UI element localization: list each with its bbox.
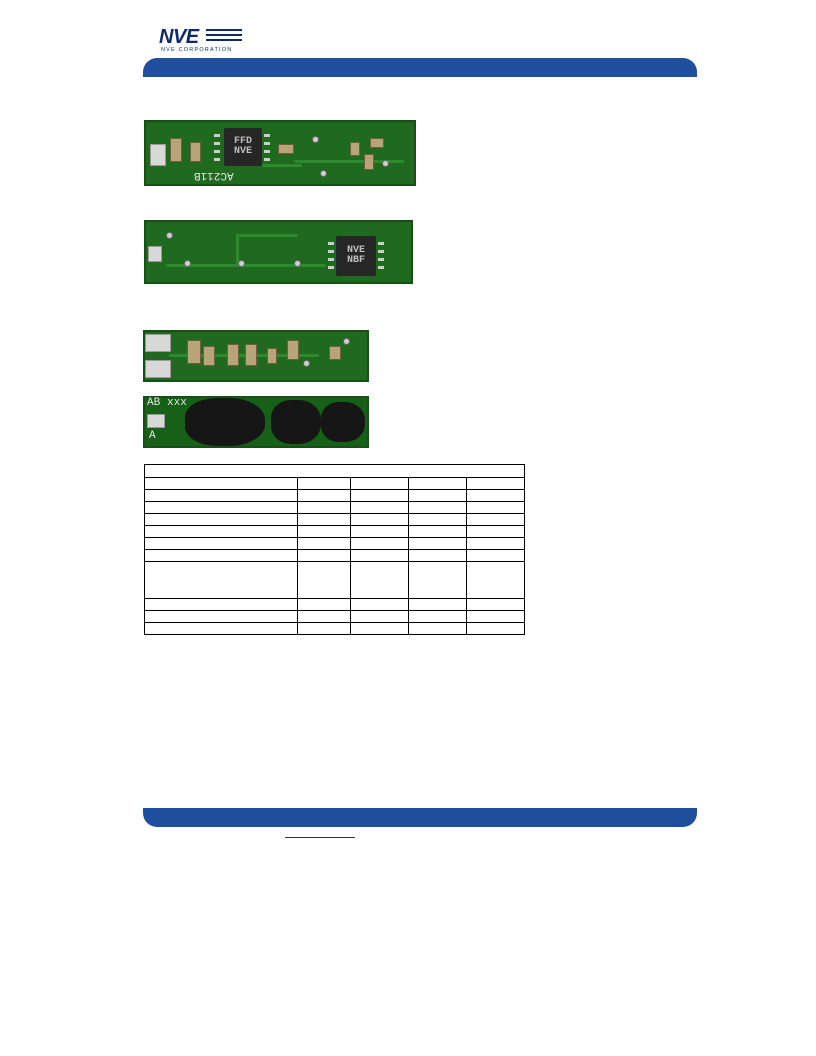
- table-cell: [297, 549, 351, 562]
- table-cell: [408, 477, 467, 490]
- table-cell: [297, 561, 351, 599]
- table-cell: [144, 622, 298, 635]
- table-cell: [350, 561, 409, 599]
- header-band: [143, 58, 697, 77]
- table-cell: [144, 549, 298, 562]
- table-cell: [408, 622, 467, 635]
- table-cell: [297, 501, 351, 514]
- nve-logo: NVE NVE CORPORATION: [159, 26, 243, 54]
- table-cell: [466, 610, 525, 623]
- table-cell: [408, 598, 467, 611]
- table-cell: [466, 549, 525, 562]
- table-cell: [350, 537, 409, 550]
- table-row: [144, 477, 525, 490]
- board-1-silkscreen: AC211B: [194, 169, 234, 181]
- logo-wordmark: NVE: [159, 26, 199, 48]
- table-cell: [466, 525, 525, 538]
- table-cell: [466, 489, 525, 502]
- table-cell: [408, 549, 467, 562]
- table-cell: [350, 549, 409, 562]
- table-cell: [144, 561, 298, 599]
- table-cell: [144, 610, 298, 623]
- table-cell: [144, 525, 298, 538]
- table-cell: [408, 537, 467, 550]
- table-cell: [408, 513, 467, 526]
- table-cell: [350, 610, 409, 623]
- table-row: [144, 598, 525, 611]
- table-cell: [350, 598, 409, 611]
- table-cell: [408, 489, 467, 502]
- table-cell: [466, 477, 525, 490]
- table-cell: [144, 477, 298, 490]
- board-4-silkscreen: AB: [147, 397, 161, 409]
- table-cell: [144, 501, 298, 514]
- footer-band: [143, 808, 697, 827]
- table-cell: [350, 525, 409, 538]
- table-cell: [297, 610, 351, 623]
- table-cell: [297, 477, 351, 490]
- spec-table: [144, 464, 525, 635]
- table-cell: [408, 501, 467, 514]
- table-cell: [350, 489, 409, 502]
- board-4-silkscreen-suffix: xxx: [167, 397, 187, 409]
- table-row: [144, 525, 525, 538]
- table-cell: [144, 489, 298, 502]
- table-cell: [466, 501, 525, 514]
- table-title-cell: [144, 464, 525, 478]
- table-cell: [466, 537, 525, 550]
- logo-lines: [206, 29, 242, 44]
- potting-blob-1: [185, 398, 265, 446]
- table-cell: [297, 598, 351, 611]
- table-cell: [297, 525, 351, 538]
- table-cell: [408, 610, 467, 623]
- table-cell: [297, 489, 351, 502]
- table-row: [144, 489, 525, 502]
- table-cell: [350, 477, 409, 490]
- table-cell: [408, 561, 467, 599]
- table-cell: [466, 598, 525, 611]
- table-row: [144, 501, 525, 514]
- table-cell: [350, 501, 409, 514]
- table-row: [144, 561, 525, 599]
- table-row: [144, 622, 525, 635]
- board-4-silkscreen-mark: A: [149, 430, 156, 442]
- table-cell: [466, 561, 525, 599]
- table-row: [144, 513, 525, 526]
- board-photo-4: AB xxx A: [143, 396, 369, 448]
- table-cell: [297, 622, 351, 635]
- table-row: [144, 537, 525, 550]
- table-header-row: [144, 464, 525, 478]
- table-row: [144, 610, 525, 623]
- table-cell: [144, 598, 298, 611]
- board-photo-3: [143, 330, 369, 382]
- potting-blob-3: [321, 402, 365, 442]
- table-cell: [350, 513, 409, 526]
- logo-corporation-text: NVE CORPORATION: [161, 47, 233, 53]
- footer-link-underline: [285, 837, 355, 838]
- table-cell: [297, 513, 351, 526]
- table-cell: [466, 513, 525, 526]
- table-cell: [350, 622, 409, 635]
- table-cell: [144, 513, 298, 526]
- table-cell: [297, 537, 351, 550]
- potting-blob-2: [271, 400, 321, 444]
- table-cell: [466, 622, 525, 635]
- table-cell: [408, 525, 467, 538]
- table-cell: [144, 537, 298, 550]
- table-row: [144, 549, 525, 562]
